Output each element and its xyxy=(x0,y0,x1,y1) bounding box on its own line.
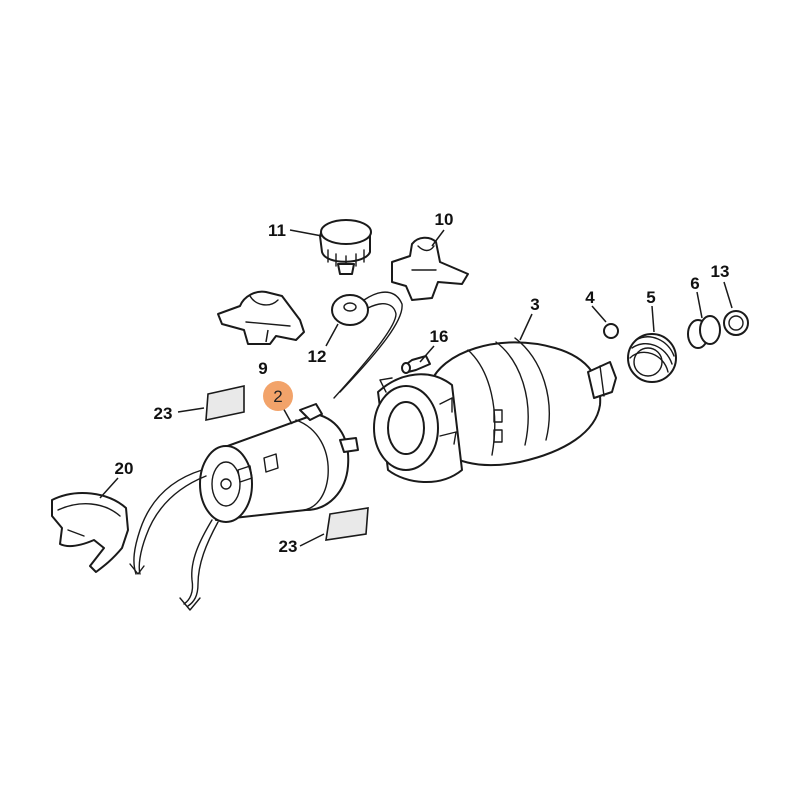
part-20-cover[interactable] xyxy=(51,492,129,573)
callout-13[interactable]: 13 xyxy=(711,262,730,281)
callout-23-lower[interactable]: 23 xyxy=(279,537,298,556)
callout-2-highlight xyxy=(263,381,293,411)
callout-9[interactable]: 9 xyxy=(258,359,267,378)
callout-11[interactable]: 11 xyxy=(268,221,286,240)
part-2-motor[interactable] xyxy=(199,403,359,523)
part-4-oring[interactable] xyxy=(603,323,619,339)
leader-23-lower xyxy=(299,533,325,547)
leader-4 xyxy=(591,305,607,323)
leader-23-upper xyxy=(177,407,205,413)
leader-3 xyxy=(519,313,533,341)
part-3-housing[interactable] xyxy=(373,337,617,483)
part-10-bracket[interactable] xyxy=(391,236,469,301)
callout-4[interactable]: 4 xyxy=(585,288,595,307)
leader-16 xyxy=(419,345,435,363)
callout-12[interactable]: 12 xyxy=(308,347,327,366)
callout-2[interactable]: 2 xyxy=(273,387,282,406)
leader-10 xyxy=(431,229,445,247)
leader-12 xyxy=(325,323,339,347)
leader-6 xyxy=(696,291,703,319)
callout-16[interactable]: 16 xyxy=(430,327,449,346)
callout-10[interactable]: 10 xyxy=(435,210,454,229)
part-23-pad-upper[interactable] xyxy=(205,385,245,422)
leader-20 xyxy=(99,477,119,499)
callout-5[interactable]: 5 xyxy=(646,288,655,307)
callout-3[interactable]: 3 xyxy=(530,295,539,314)
part-9-bracket[interactable] xyxy=(217,290,305,345)
callout-20[interactable]: 20 xyxy=(115,459,134,478)
part-11-cap[interactable] xyxy=(319,219,372,275)
part-5-bellows[interactable] xyxy=(627,333,677,383)
leader-11 xyxy=(289,229,323,237)
part-16-screw[interactable] xyxy=(401,355,431,374)
leader-9 xyxy=(265,329,269,343)
part-13-washer[interactable] xyxy=(723,310,749,336)
part-12-gasket[interactable] xyxy=(331,291,403,399)
part-6-rings[interactable] xyxy=(687,315,721,349)
motor-wires xyxy=(129,469,219,611)
part-23-pad-lower[interactable] xyxy=(325,507,369,541)
leader-5 xyxy=(651,305,655,333)
leader-13 xyxy=(723,281,733,309)
callout-6[interactable]: 6 xyxy=(690,274,699,293)
callout-23-upper[interactable]: 23 xyxy=(154,404,173,423)
